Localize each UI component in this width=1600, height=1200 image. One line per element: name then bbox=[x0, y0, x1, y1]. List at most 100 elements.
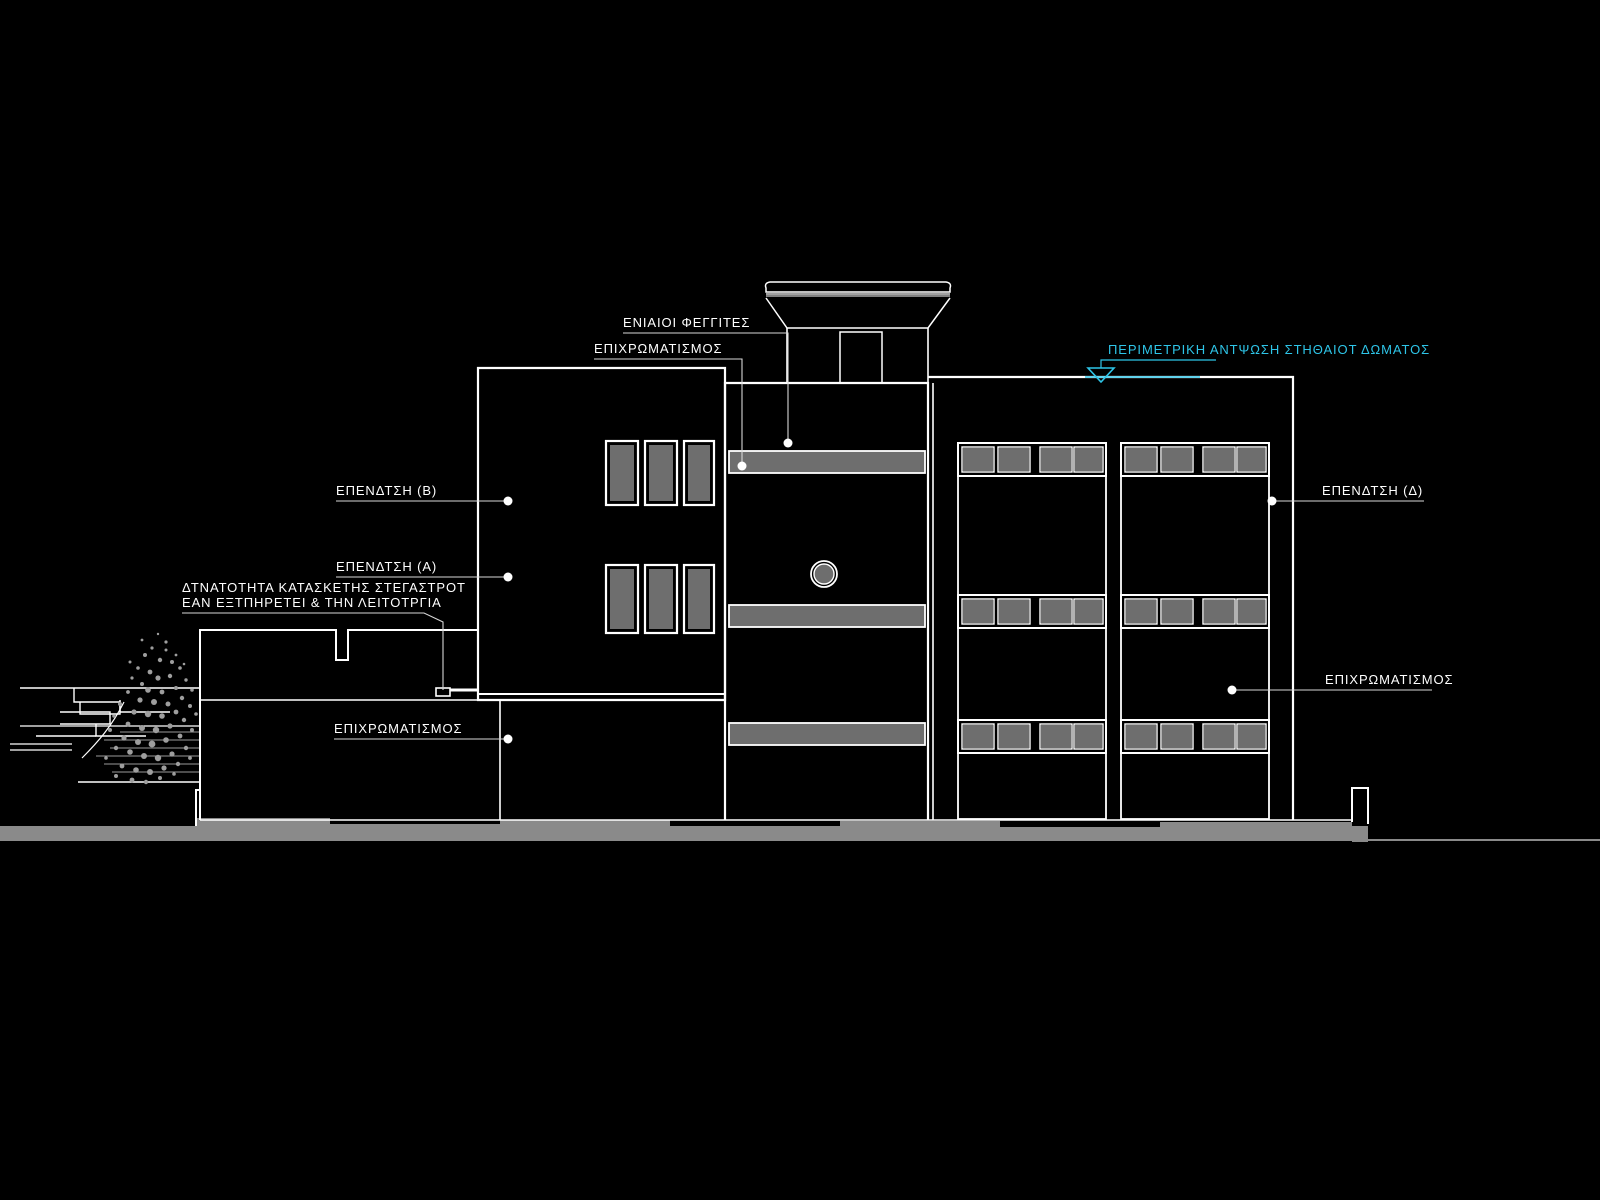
pane-glass bbox=[1238, 600, 1265, 623]
band-frame bbox=[957, 719, 1107, 754]
label-canopy-note-line1: ΔΤΝΑΤΟΤΗΤΑ ΚΑΤΑΣΚΕΤΗΣ ΣΤΕΓΑΣΤΡΟΤ bbox=[182, 580, 466, 595]
pane-glass bbox=[1126, 448, 1156, 471]
pane-frame bbox=[1202, 723, 1236, 750]
right-tower bbox=[928, 375, 1295, 820]
tree-trunk bbox=[81, 701, 125, 759]
pane-glass bbox=[1162, 725, 1192, 748]
window-glass bbox=[610, 569, 634, 629]
pane-frame bbox=[1236, 446, 1267, 473]
window-frame bbox=[604, 439, 640, 507]
ribbon-frame bbox=[728, 604, 926, 628]
pane-glass bbox=[1041, 725, 1071, 748]
pane-frame bbox=[1202, 598, 1236, 625]
pane-frame bbox=[1236, 723, 1267, 750]
porthole-outer-ring bbox=[810, 560, 838, 588]
right-tower-outline bbox=[928, 375, 1295, 820]
label-parapet-level: ΠΕΡΙΜΕΤΡΙΚΗ ΑΝΤΨΩΣΗ ΣΤΗΘΑΙΟΤ ΔΩΜΑΤΟΣ bbox=[1108, 342, 1430, 357]
pane-frame bbox=[1124, 723, 1158, 750]
left-low-block bbox=[199, 629, 501, 820]
middle-block bbox=[723, 381, 930, 820]
band-frame bbox=[1120, 442, 1270, 477]
window-group-upper bbox=[604, 439, 716, 507]
pane-glass bbox=[999, 448, 1029, 471]
label-cladding-b: ΕΠΕΝΔΤΣΗ (Β) bbox=[336, 483, 437, 498]
ribbon-glass bbox=[729, 605, 925, 627]
pane-glass bbox=[1075, 725, 1102, 748]
pane-frame bbox=[1236, 598, 1267, 625]
tree-foliage-stipple bbox=[104, 632, 198, 785]
leader-painting-top bbox=[594, 358, 743, 466]
middle-block-outline bbox=[723, 381, 930, 820]
pane-glass bbox=[963, 448, 993, 471]
pane-glass bbox=[1041, 448, 1071, 471]
band-frame bbox=[1120, 719, 1270, 754]
tower-bay-right bbox=[1120, 442, 1270, 820]
tower-bay-left bbox=[957, 442, 1107, 820]
window-glass bbox=[610, 445, 634, 501]
pane-glass bbox=[1126, 725, 1156, 748]
bay-band-row-3 bbox=[957, 719, 1107, 754]
leader-skylights bbox=[623, 332, 789, 443]
ground-left-edge bbox=[195, 789, 200, 826]
window-glass bbox=[649, 569, 673, 629]
pane-glass bbox=[1238, 725, 1265, 748]
window-frame bbox=[643, 563, 679, 635]
pane-glass bbox=[1204, 600, 1234, 623]
band-frame bbox=[957, 442, 1107, 477]
right-end-wall bbox=[1351, 787, 1369, 824]
circular-porthole-window bbox=[810, 560, 838, 588]
leader-parapet-level bbox=[1100, 359, 1216, 368]
pane-glass bbox=[1204, 448, 1234, 471]
label-cladding-d: ΕΠΕΝΔΤΣΗ (Δ) bbox=[1322, 483, 1423, 498]
pane-frame bbox=[1202, 446, 1236, 473]
leader-dot-cladding-b bbox=[503, 496, 513, 506]
right-wall-footing bbox=[1352, 826, 1368, 842]
label-cladding-a: ΕΠΕΝΔΤΣΗ (Α) bbox=[336, 559, 437, 574]
pane-frame bbox=[1073, 723, 1104, 750]
leader-dot-skylights bbox=[783, 438, 793, 448]
penthouse-flare bbox=[765, 297, 951, 329]
pane-glass bbox=[1204, 725, 1234, 748]
annotation-labels: ΕΝΙΑΙΟΙ ΦΕΓΓΙΤΕΣ ΕΠΙΧΡΩΜΑΤΙΣΜΟΣ ΕΠΕΝΔΤΣΗ… bbox=[182, 315, 1453, 736]
pane-frame bbox=[1073, 446, 1104, 473]
pane-glass bbox=[1041, 600, 1071, 623]
ribbon-glass bbox=[729, 451, 925, 473]
porthole-glass bbox=[813, 563, 835, 585]
window-glass bbox=[688, 445, 710, 501]
window-group-lower bbox=[604, 563, 716, 635]
pane-glass bbox=[1075, 600, 1102, 623]
pane-frame bbox=[1124, 446, 1158, 473]
pane-glass bbox=[1162, 448, 1192, 471]
pane-glass bbox=[999, 600, 1029, 623]
roof-penthouse bbox=[764, 281, 952, 384]
pane-frame bbox=[961, 723, 995, 750]
window-glass bbox=[688, 569, 710, 629]
window-glass bbox=[649, 445, 673, 501]
window-frame bbox=[604, 563, 640, 635]
ribbon-glass bbox=[729, 723, 925, 745]
label-painting-right: ΕΠΙΧΡΩΜΑΤΙΣΜΟΣ bbox=[1325, 672, 1453, 687]
pane-glass bbox=[963, 600, 993, 623]
left-tall-block bbox=[476, 366, 727, 702]
leader-dot-painting-right bbox=[1227, 685, 1237, 695]
label-painting-top: ΕΠΙΧΡΩΜΑΤΙΣΜΟΣ bbox=[594, 341, 722, 356]
ground-fill bbox=[0, 818, 1352, 840]
ribbon-frame bbox=[728, 450, 926, 474]
pane-frame bbox=[1124, 598, 1158, 625]
leader-dot-painting-top bbox=[737, 461, 747, 471]
pane-glass bbox=[999, 725, 1029, 748]
pane-glass bbox=[1238, 448, 1265, 471]
label-canopy-note-line2: ΕΑΝ ΕΞΤΠΗΡΕΤΕΙ & ΤΗΝ ΛΕΙΤΟΤΡΓΙΑ bbox=[182, 595, 442, 610]
leader-dot-cladding-a bbox=[503, 572, 513, 582]
penthouse-door-opening bbox=[839, 331, 883, 384]
pane-glass bbox=[1075, 448, 1102, 471]
bay-band-row-3 bbox=[1120, 719, 1270, 754]
stepped-terrace-group bbox=[10, 632, 200, 785]
pane-frame bbox=[997, 723, 1031, 750]
leader-dot-painting-left bbox=[503, 734, 513, 744]
window-frame bbox=[682, 563, 716, 635]
band-frame bbox=[957, 594, 1107, 629]
leader-canopy-note bbox=[182, 612, 444, 690]
